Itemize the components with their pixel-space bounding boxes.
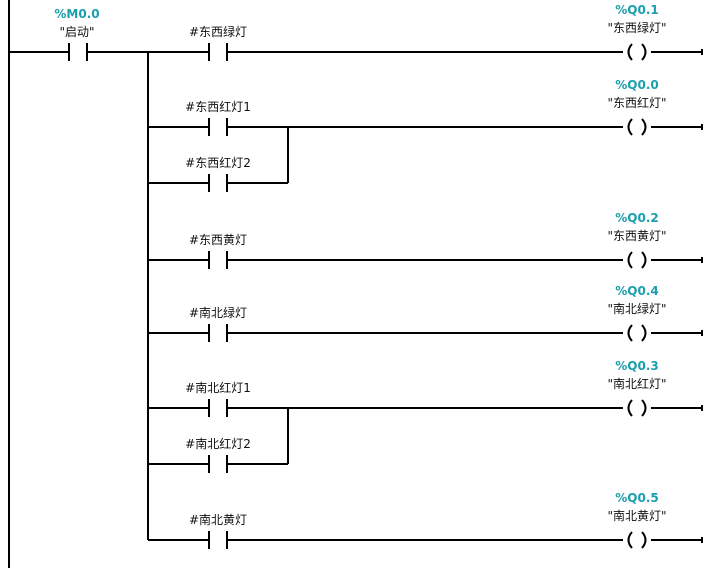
rung-6-coil-tag: "南北黄灯" [607,508,666,523]
rung-5-contact-1-label: #南北红灯1 [185,380,251,395]
rung-4[interactable]: #南北绿灯 %Q0.4 "南北绿灯" [148,284,703,342]
rung-1-contact-1[interactable]: #东西绿灯 [189,24,247,61]
rung-6-contact-1-label: #南北黄灯 [189,512,247,527]
rung-1-coil[interactable]: %Q0.1 "东西绿灯" [607,3,703,61]
rung-1-coil-tag: "东西绿灯" [607,20,666,35]
rung-5-contact-1[interactable]: #南北红灯1 [185,380,251,417]
rung-5-coil-tag: "南北红灯" [607,376,666,391]
rung-5[interactable]: #南北红灯1 #南北红灯2 %Q0.3 "南北红灯" [148,359,703,473]
rung-4-contact-1-label: #南北绿灯 [189,305,247,320]
rung-1[interactable]: #东西绿灯 %Q0.1 "东西绿灯" [148,3,703,61]
start-contact-tag: "启动" [59,25,94,39]
rung-6-contact-1[interactable]: #南北黄灯 [189,512,247,549]
rung-3-coil-tag: "东西黄灯" [607,229,666,243]
rung-3-coil-address: %Q0.2 [615,211,658,225]
rung-6[interactable]: #南北黄灯 %Q0.5 "南北黄灯" [148,491,703,549]
rung-4-coil-tag: "南北绿灯" [607,301,666,316]
rung-2-contact-2[interactable]: #东西红灯2 [185,155,251,192]
rung-1-contact-1-label: #东西绿灯 [189,24,247,39]
start-contact-address: %M0.0 [54,7,99,21]
rung-5-coil[interactable]: %Q0.3 "南北红灯" [607,359,703,417]
rung-2-contact-1[interactable]: #东西红灯1 [185,99,251,136]
start-contact[interactable]: %M0.0 "启动" [9,7,148,61]
rung-5-contact-2[interactable]: #南北红灯2 [185,436,251,473]
rung-3[interactable]: #东西黄灯 %Q0.2 "东西黄灯" [148,211,703,269]
rung-2-coil-tag: "东西红灯" [607,95,666,110]
rung-6-coil-address: %Q0.5 [615,491,658,505]
rung-2[interactable]: #东西红灯1 #东西红灯2 %Q0.0 "东西红灯" [148,78,703,192]
rung-4-coil-address: %Q0.4 [615,284,658,298]
rung-2-coil-address: %Q0.0 [615,78,658,92]
rung-4-contact-1[interactable]: #南北绿灯 [189,305,247,342]
rung-2-contact-2-label: #东西红灯2 [185,155,251,170]
rung-2-contact-1-label: #东西红灯1 [185,99,251,114]
rung-5-coil-address: %Q0.3 [615,359,658,373]
rung-6-coil[interactable]: %Q0.5 "南北黄灯" [607,491,703,549]
rung-4-coil[interactable]: %Q0.4 "南北绿灯" [607,284,703,342]
rung-3-contact-1-label: #东西黄灯 [189,233,247,247]
rung-5-contact-2-label: #南北红灯2 [185,436,251,451]
rung-2-coil[interactable]: %Q0.0 "东西红灯" [607,78,703,136]
rung-3-contact-1[interactable]: #东西黄灯 [189,233,247,269]
rung-1-coil-address: %Q0.1 [615,3,658,17]
rung-3-coil[interactable]: %Q0.2 "东西黄灯" [607,211,703,269]
